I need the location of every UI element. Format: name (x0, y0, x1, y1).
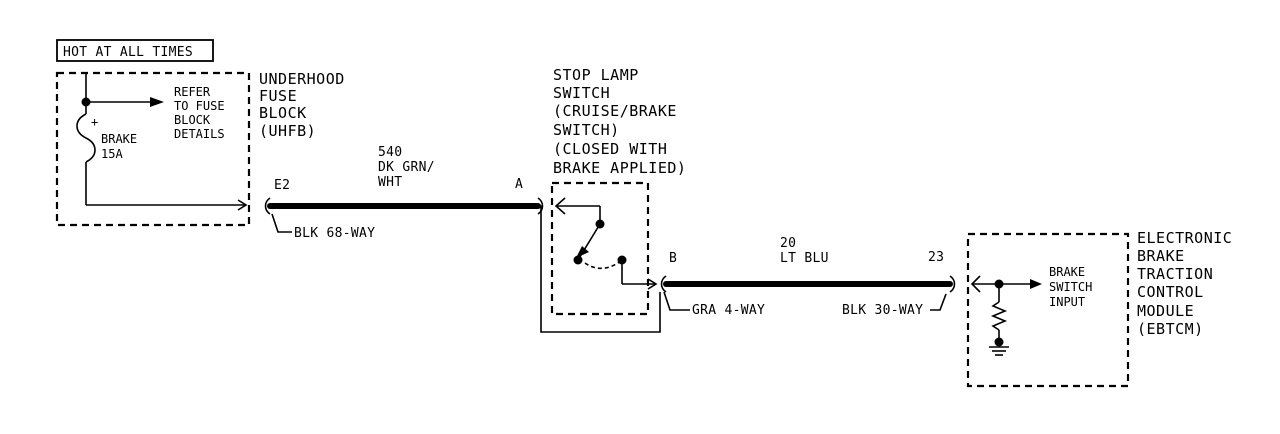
hot-at-all-times-label: HOT AT ALL TIMES (56, 39, 214, 62)
fuse-block-name-line-2: FUSE (259, 87, 297, 105)
connector-e2-symbol (264, 197, 271, 215)
input-line-2: SWITCH (1049, 280, 1092, 294)
ebtcm-name-line-1: ELECTRONIC (1137, 229, 1232, 247)
switch-name-line-5: (CLOSED WITH (553, 140, 667, 158)
stop-lamp-switch (538, 181, 661, 333)
fuse-block-name-line-3: BLOCK (259, 104, 307, 122)
connector-23-symbol (949, 275, 956, 293)
terminal-e2: E2 (274, 178, 290, 193)
switch-outline (550, 181, 650, 316)
ebtcm-name-line-2: BRAKE (1137, 247, 1185, 265)
arrow-right-icon (150, 97, 164, 107)
connector-b-symbol (660, 275, 667, 293)
wire-20-circuit: 20 (780, 236, 796, 251)
connector-e2-leader (271, 213, 292, 233)
connector-blk-68-way: BLK 68-WAY (294, 226, 375, 241)
switch-name-line-2: SWITCH (553, 84, 610, 102)
fuse-block-outline (55, 71, 251, 227)
input-line-3: INPUT (1049, 295, 1085, 309)
fuse-polarity: + (91, 115, 98, 129)
terminal-a: A (515, 177, 523, 192)
connector-a-symbol (537, 197, 544, 215)
connector-b-leader (663, 291, 690, 311)
fuse-block-name: UNDERHOOD FUSE BLOCK (UHFB) (259, 70, 345, 140)
underhood-fuse-block: + REFER TO FUSE BLOCK DETAILS BRAKE 15A (55, 71, 251, 227)
ground-icon (989, 346, 1009, 356)
switch-name-line-1: STOP LAMP (553, 66, 639, 84)
stop-lamp-switch-name: STOP LAMP SWITCH (CRUISE/BRAKE SWITCH) (… (553, 66, 686, 177)
refer-line-4: DETAILS (174, 127, 225, 141)
resistor-icon (990, 301, 1008, 331)
connector-gra-4-way: GRA 4-WAY (692, 303, 765, 318)
ebtcm-name-line-3: TRACTION (1137, 265, 1213, 283)
wire-20-color: LT BLU (780, 251, 829, 266)
refer-line-2: TO FUSE (174, 99, 225, 113)
fuse-label-line-1: BRAKE (101, 132, 137, 146)
input-line-1: BRAKE (1049, 265, 1085, 279)
ebtcm-name-line-6: (EBTCM) (1137, 320, 1204, 338)
wire-540-color-line-1: DK GRN/ (378, 160, 435, 175)
terminal-23: 23 (928, 250, 944, 265)
ebtcm-name-line-4: CONTROL (1137, 283, 1204, 301)
ebtcm-outline (966, 232, 1130, 388)
wire-540-color-line-2: WHT (378, 175, 402, 190)
terminal-b: B (669, 251, 677, 266)
switch-name-line-4: SWITCH) (553, 121, 620, 139)
connector-blk-30-way: BLK 30-WAY (842, 303, 923, 318)
connector-23-leader (930, 293, 947, 311)
refer-line-3: BLOCK (174, 113, 211, 127)
switch-name-line-3: (CRUISE/BRAKE (553, 102, 677, 120)
refer-line-1: REFER (174, 85, 211, 99)
ebtcm-module: BRAKE SWITCH INPUT (966, 232, 1130, 388)
input-arrow-icon (1030, 279, 1042, 289)
fuse-block-name-line-1: UNDERHOOD (259, 70, 345, 88)
ebtcm-name: ELECTRONIC BRAKE TRACTION CONTROL MODULE… (1137, 229, 1232, 338)
switch-arrow-icon (576, 246, 589, 258)
switch-name-line-6: BRAKE APPLIED) (553, 159, 686, 177)
wire-540-circuit: 540 (378, 145, 402, 160)
fuse-block-name-line-4: (UHFB) (259, 122, 316, 140)
fuse-icon (76, 113, 96, 163)
fuse-label-line-2: 15A (101, 147, 123, 161)
hot-label-text: HOT AT ALL TIMES (63, 45, 193, 60)
ebtcm-name-line-5: MODULE (1137, 302, 1194, 320)
